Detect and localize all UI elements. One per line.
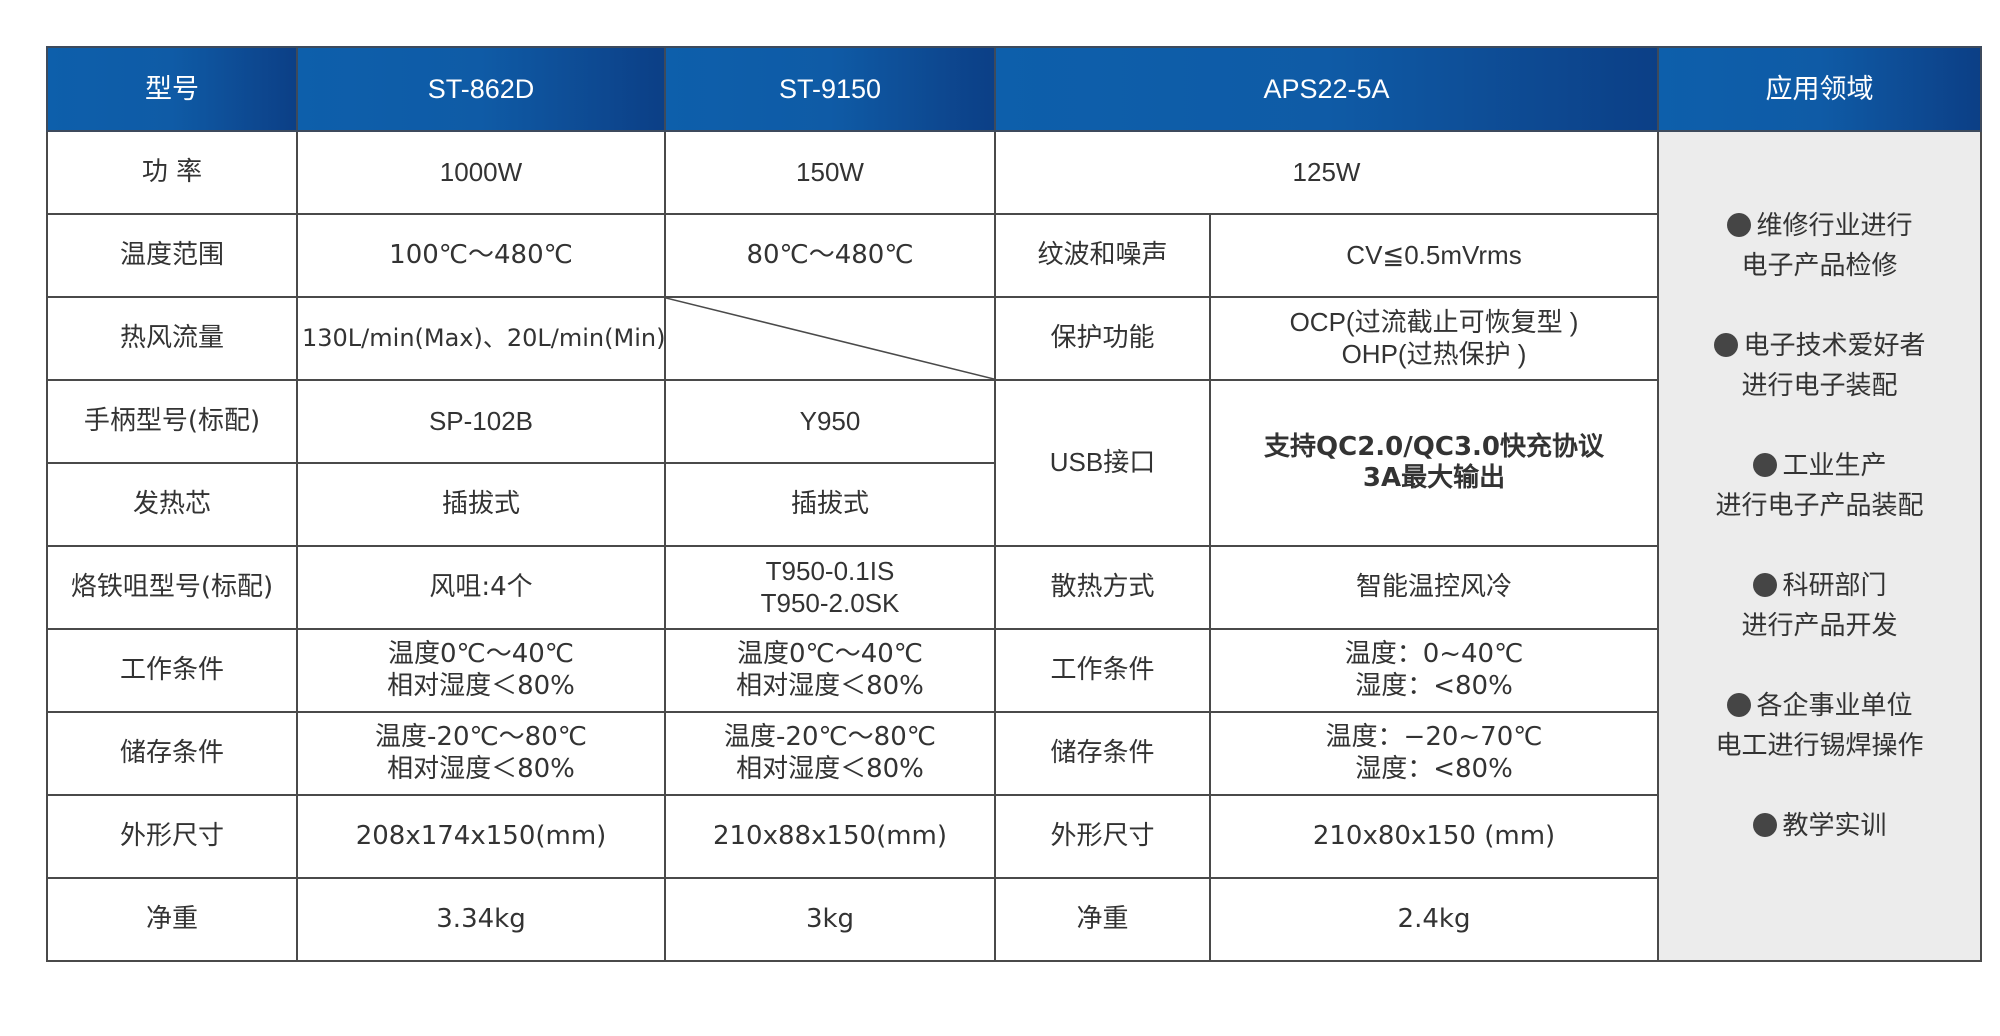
aps22-header: APS22-5A (993, 46, 1660, 132)
weight-st9150: 3kg (664, 877, 996, 962)
application-item: 工业生产进行电子产品装配 (1715, 451, 1924, 521)
table-row: 功 率 1000W 150W 125W 维修行业进行电子产品检修 电子技术爱好者… (46, 130, 1983, 962)
st862d-header: ST-862D (296, 46, 666, 132)
dimensions-aps-label: 外形尺寸 (994, 794, 1211, 879)
weight-aps-label: 净重 (994, 877, 1211, 962)
store-cond-aps: 温度：−20~70℃ 湿度：<80% (1208, 711, 1660, 796)
protection-label: 保护功能 (994, 296, 1211, 381)
table-row: 烙铁咀型号(标配) 风咀:4个 T950-0.1IS T950-2.0SK 散热… (46, 545, 1981, 630)
application-item: 各企事业单位电工进行锡焊操作 (1715, 691, 1924, 761)
spec-table: 型号 ST-862D ST-9150 APS22-5A 应用领域 功 率 100… (46, 46, 1983, 962)
bullet-icon (1752, 813, 1777, 837)
handle-st9150: Y950 (664, 379, 996, 464)
ripple-label: 纹波和噪声 (994, 213, 1211, 298)
bullet-icon (1752, 573, 1777, 597)
table-row: 外形尺寸 208x174x150(mm) 210x88x150(mm) 外形尺寸… (46, 794, 1981, 879)
header-row: 型号 ST-862D ST-9150 APS22-5A 应用领域 (46, 46, 1983, 132)
airflow-label: 热风流量 (46, 296, 298, 381)
store-cond-st862d: 温度-20℃～80℃ 相对湿度＜80% (296, 711, 666, 796)
tip-st9150: T950-0.1IS T950-2.0SK (664, 545, 996, 630)
temp-range-st862d: 100℃～480℃ (296, 213, 666, 298)
tip-label: 烙铁咀型号(标配) (46, 545, 298, 630)
power-st862d: 1000W (296, 130, 666, 215)
work-cond-aps-label: 工作条件 (994, 628, 1211, 713)
table-row: 温度范围 100℃～480℃ 80℃～480℃ 纹波和噪声 CV≦0.5mVrm… (46, 213, 1981, 298)
heater-st9150: 插拔式 (664, 462, 996, 547)
dimensions-st862d: 208x174x150(mm) (296, 794, 666, 879)
dimensions-st9150: 210x88x150(mm) (664, 794, 996, 879)
usb-value: 支持QC2.0/QC3.0快充协议 3A最大输出 (1208, 379, 1660, 547)
application-header: 应用领域 (1657, 46, 1983, 132)
heater-st862d: 插拔式 (296, 462, 666, 547)
usb-label: USB接口 (994, 379, 1211, 547)
heater-label: 发热芯 (46, 462, 298, 547)
protection-value: OCP(过流截止可恢复型 ) OHP(过热保护 ) (1208, 296, 1660, 381)
power-aps22: 125W (993, 130, 1660, 215)
work-cond-st9150: 温度0℃～40℃ 相对湿度＜80% (664, 628, 996, 713)
work-cond-st862d: 温度0℃～40℃ 相对湿度＜80% (296, 628, 666, 713)
airflow-st9150-empty (664, 296, 996, 381)
weight-st862d: 3.34kg (296, 877, 666, 962)
application-item: 电子技术爱好者进行电子装配 (1663, 326, 1976, 406)
model-header: 型号 (46, 46, 298, 132)
cooling-label: 散热方式 (994, 545, 1211, 630)
bullet-icon (1713, 333, 1738, 357)
airflow-st862d: 130L/min(Max)、20L/min(Min) (296, 296, 666, 381)
store-cond-aps-label: 储存条件 (994, 711, 1211, 796)
application-item: 教学实训 (1663, 806, 1976, 846)
table-row: 净重 3.34kg 3kg 净重 2.4kg (46, 877, 1981, 962)
table-row: 储存条件 温度-20℃～80℃ 相对湿度＜80% 温度-20℃～80℃ 相对湿度… (46, 711, 1981, 796)
temp-range-label: 温度范围 (46, 213, 298, 298)
weight-label: 净重 (46, 877, 298, 962)
application-item: 科研部门进行产品开发 (1741, 571, 1898, 641)
store-cond-label: 储存条件 (46, 711, 298, 796)
diagonal-line-icon (666, 298, 994, 379)
store-cond-st9150: 温度-20℃～80℃ 相对湿度＜80% (664, 711, 996, 796)
ripple-value: CV≦0.5mVrms (1208, 213, 1660, 298)
handle-label: 手柄型号(标配) (46, 379, 298, 464)
dimensions-aps: 210x80x150 (mm) (1208, 794, 1660, 879)
tip-st862d: 风咀:4个 (296, 545, 666, 630)
bullet-icon (1726, 213, 1751, 237)
temp-range-st9150: 80℃～480℃ (664, 213, 996, 298)
cooling-value: 智能温控风冷 (1208, 545, 1660, 630)
table-row: 手柄型号(标配) SP-102B Y950 USB接口 支持QC2.0/QC3.… (46, 379, 1981, 547)
table-row: 发热芯 插拔式 插拔式 (46, 462, 1981, 547)
bullet-icon (1726, 693, 1751, 717)
bullet-icon (1752, 453, 1777, 477)
application-panel: 维修行业进行电子产品检修 电子技术爱好者进行电子装配 工业生产进行电子产品装配 … (1657, 130, 1983, 962)
power-label: 功 率 (46, 130, 298, 215)
table-row: 工作条件 温度0℃～40℃ 相对湿度＜80% 温度0℃～40℃ 相对湿度＜80%… (46, 628, 1981, 713)
power-st9150: 150W (664, 130, 996, 215)
dimensions-label: 外形尺寸 (46, 794, 298, 879)
work-cond-aps: 温度：0~40℃ 湿度：<80% (1208, 628, 1660, 713)
weight-aps: 2.4kg (1208, 877, 1660, 962)
application-item: 维修行业进行电子产品检修 (1663, 206, 1976, 286)
work-cond-label: 工作条件 (46, 628, 298, 713)
handle-st862d: SP-102B (296, 379, 666, 464)
table-row: 热风流量 130L/min(Max)、20L/min(Min) 保护功能 OCP… (46, 296, 1981, 381)
st9150-header: ST-9150 (664, 46, 996, 132)
